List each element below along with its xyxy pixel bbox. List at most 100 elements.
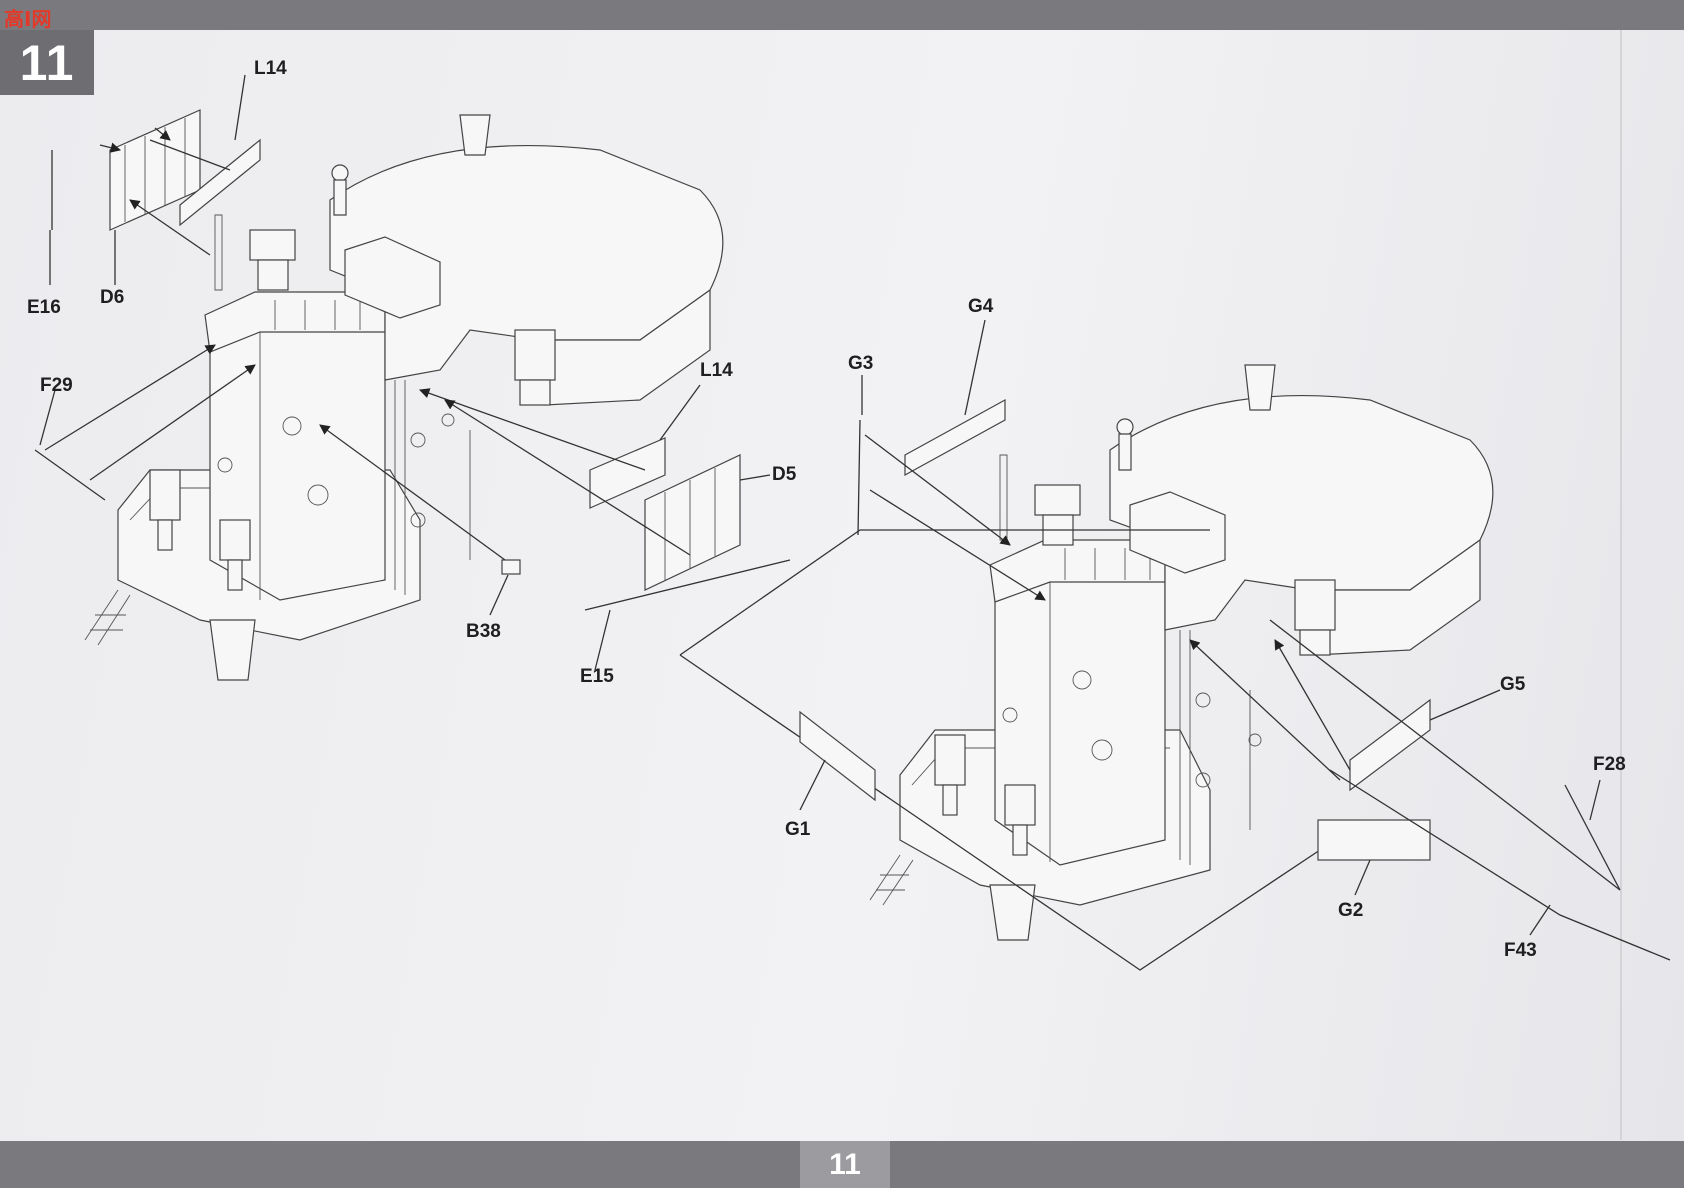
left-vent-cowl — [459, 114, 491, 156]
leader-d5 — [739, 474, 771, 481]
arrow-f29-2 — [89, 364, 256, 481]
left-chart-house — [344, 236, 441, 319]
label-g3: G3 — [848, 353, 873, 374]
label-f29: F29 — [40, 375, 73, 396]
leader-g2 — [1354, 859, 1371, 896]
left-porthole-5 — [410, 512, 426, 528]
left-porthole-4 — [410, 432, 426, 448]
arrow-f29-1 — [44, 344, 216, 451]
arrow-e16 — [99, 142, 122, 153]
leader-f29 — [39, 389, 56, 446]
watermark-logo: 高I网 — [4, 4, 94, 31]
label-e15: E15 — [580, 666, 614, 687]
right-gun-mount-1 — [934, 734, 966, 816]
left-searchlight — [249, 229, 296, 291]
left-gun-mount-3 — [514, 329, 556, 406]
part-g5-plate — [1349, 698, 1431, 792]
label-l14-top: L14 — [254, 58, 287, 79]
part-g4-plate — [904, 398, 1006, 477]
left-mast — [333, 179, 347, 216]
part-e15-rod — [584, 559, 791, 611]
arrow-g3-2 — [869, 489, 1046, 601]
left-porthole-6 — [441, 413, 455, 427]
label-f43: F43 — [1504, 940, 1537, 961]
right-pedestal — [989, 884, 1036, 941]
arrow-f43 — [1189, 639, 1341, 781]
arrow-g3-1 — [864, 434, 1011, 546]
right-bridge-assembly — [869, 364, 1494, 941]
arrow-l14-mid — [419, 388, 646, 471]
step-number-box: 11 — [0, 30, 94, 95]
leader-g5 — [1429, 689, 1501, 721]
left-rail-posts — [274, 300, 361, 330]
right-chart-house — [1129, 491, 1226, 574]
guide-l14-top — [149, 139, 231, 171]
leader-f28 — [1589, 779, 1601, 821]
page-edge — [1620, 30, 1622, 1140]
right-porthole-4 — [1195, 692, 1211, 708]
part-l14-mid-plate — [589, 437, 666, 509]
page-number-box: 11 — [800, 1141, 890, 1188]
leader-l14-top — [234, 74, 246, 141]
part-g2-plate — [1317, 819, 1431, 861]
right-porthole-6 — [1248, 733, 1262, 747]
left-signal-post — [214, 214, 223, 291]
part-d5-railing — [644, 454, 741, 591]
leader-b38 — [489, 574, 509, 616]
label-d6: D6 — [100, 287, 124, 308]
left-ladder — [84, 589, 131, 646]
part-l14-top-plate — [179, 138, 261, 227]
leader-g4 — [964, 319, 986, 416]
right-gun-mount-3 — [1294, 579, 1336, 656]
arrow-g5 — [1274, 639, 1351, 771]
part-g3-rod — [857, 419, 861, 536]
right-mast — [1118, 433, 1132, 471]
label-g1: G1 — [785, 819, 811, 840]
left-porthole-1 — [282, 416, 302, 436]
label-f28: F28 — [1593, 754, 1626, 775]
right-gun-mount-2 — [1004, 784, 1036, 856]
part-d5-posts — [664, 468, 716, 580]
right-porthole-1 — [1072, 670, 1092, 690]
leader-g1 — [799, 759, 826, 811]
part-g1-plate — [799, 710, 876, 802]
right-signal-post — [999, 454, 1008, 541]
label-b38: B38 — [466, 621, 501, 642]
part-f43-rod — [1329, 769, 1671, 961]
top-bar — [0, 0, 1684, 30]
right-ladder — [869, 854, 914, 906]
right-porthole-2 — [1091, 739, 1113, 761]
label-g5: G5 — [1500, 674, 1526, 695]
arrow-d5 — [444, 399, 691, 556]
part-b38 — [501, 559, 521, 575]
guide-f28 — [1269, 619, 1621, 891]
leader-e15 — [594, 609, 611, 671]
leader-f43 — [1529, 904, 1551, 936]
arrow-l14-top-1 — [154, 127, 171, 141]
left-porthole-2 — [307, 484, 329, 506]
right-vent-cowl — [1244, 364, 1276, 411]
part-f28-rod — [1564, 784, 1621, 891]
left-bridge-assembly — [84, 114, 724, 681]
label-d5: D5 — [772, 464, 797, 485]
right-porthole-3 — [1002, 707, 1018, 723]
right-mast-cap — [1116, 418, 1134, 436]
arrow-d6 — [129, 199, 211, 256]
watermark-text: 高I网 — [4, 6, 52, 31]
leader-l14-mid — [659, 384, 701, 441]
label-g2: G2 — [1338, 900, 1363, 921]
left-gun-mount-1 — [149, 469, 181, 551]
left-pedestal — [209, 619, 256, 681]
guide-frame-top — [679, 529, 1210, 656]
label-g4: G4 — [968, 296, 994, 317]
arrow-b38 — [319, 424, 506, 561]
right-support-pillar — [1179, 630, 1191, 865]
right-porthole-5 — [1195, 772, 1211, 788]
label-e16: E16 — [27, 297, 61, 318]
part-f29-rod — [34, 449, 106, 501]
right-searchlight — [1034, 484, 1081, 546]
left-mast-cap — [331, 164, 349, 182]
page-number: 11 — [829, 1147, 861, 1181]
